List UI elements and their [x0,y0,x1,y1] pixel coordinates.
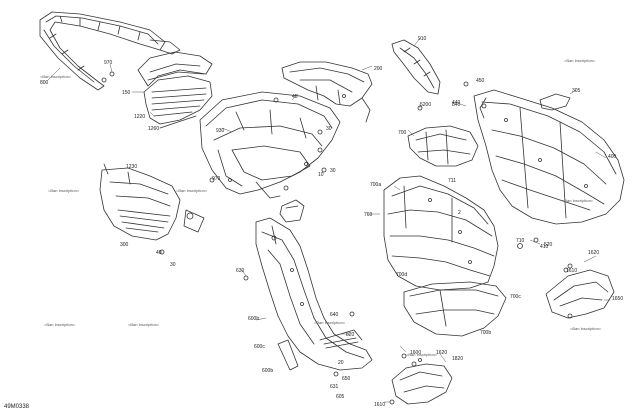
watermark-text: =Ban Inscription= [176,188,208,193]
upper-vent-part [138,52,212,128]
part-callout-label: 30 [170,262,176,268]
grab-rail-part [40,12,180,90]
part-callout-label: 631 [330,384,339,390]
right-side-panel-part [474,90,624,224]
part-callout-label: 1820 [452,356,464,362]
part-callout-label: 30 [326,126,332,132]
lower-center-bracket-part [392,359,452,405]
vertical-trim-strip-part [392,40,440,94]
part-callout-label: 700a [370,182,382,188]
part-callout-label: 1610 [374,402,386,408]
part-callout-label: 1220 [134,114,146,120]
part-callout-label: 600c [254,344,265,350]
part-callout-label: 700 [398,130,407,136]
part-callout-label: 650 [342,376,351,382]
front-storage-bin-part [200,92,340,198]
part-callout-label: 450 [476,78,485,84]
watermark-text: =Ban Inscription= [48,188,80,193]
part-callout-label: 520 [544,242,553,248]
part-callout-label: 40 [156,250,162,256]
small-bracket-part [280,200,304,222]
watermark-text: =Ban Inscription= [562,198,594,203]
part-callout-label: 840 [452,102,461,108]
center-dash-panel-part [384,176,498,290]
part-callout-label: 5200 [420,102,432,108]
part-callout-label: 1620 [436,350,448,356]
part-callout-label: 1230 [126,164,138,170]
part-callout-label: 440 [452,100,461,106]
watermark-text: =Ban Inscription= [314,320,346,325]
part-callout-label: 710 [516,238,525,244]
lower-left-panel-part [100,164,204,240]
part-callout-label: 910 [418,36,427,42]
part-callout-label: 2 [458,210,461,216]
part-callout-label: 1260 [148,126,160,132]
watermark-text: =Ban Inscription= [40,74,72,79]
part-callout-label: 605 [336,394,345,400]
part-callout-label: 630 [236,268,245,274]
small-clip-part [540,94,570,110]
part-callout-label: 410 [540,244,549,250]
upper-side-panel-part [282,62,372,122]
part-callout-label: 1600 [410,350,422,356]
part-callout-label: 300 [120,242,129,248]
part-callout-label: 820 [346,332,355,338]
watermark-text: =Ban Inscription= [44,322,76,327]
part-callout-label: 760 [364,212,373,218]
fasteners [110,72,572,404]
part-callout-label: 305 [572,88,581,94]
watermark-text: =Ban Inscription= [564,58,596,63]
part-callout-label: 600b [262,368,274,374]
part-callout-label: 970 [104,60,113,66]
part-callout-label: 400 [608,154,617,160]
watermark-text: =Ban Inscription= [570,326,602,331]
part-callout-label: 1610 [566,268,578,274]
part-callout-label: 700c [510,294,521,300]
watermark-text: =Ban Inscription= [128,322,160,327]
part-callout-label: 150 [122,90,131,96]
center-side-panel-part [256,218,372,370]
lower-glovebox-part [404,282,506,336]
part-callout-label: 600b [248,316,260,322]
part-callout-label: 1650 [612,296,624,302]
part-callout-label: 700d [396,272,408,278]
part-callout-label: 800 [40,80,49,86]
part-callout-label: 1620 [588,250,600,256]
part-callout-label: 640 [330,312,339,318]
part-callout-label: 30 [330,168,336,174]
lower-right-bracket-part [546,268,614,318]
part-callout-label: 700b [480,330,492,336]
part-callout-label: 45 [292,94,298,100]
diagram-code: 49M0338 [4,404,30,410]
part-callout-label: 970 [212,176,221,182]
part-callout-label: 930 [216,128,225,134]
mid-trim-part [408,126,478,166]
part-callout-label: 200 [374,66,383,72]
watermark-text: =Ban Inscription= [406,352,438,357]
leader-lines [48,38,610,402]
part-callout-label: 10 [318,172,324,178]
part-callout-label: 20 [338,360,344,366]
part-callout-label: 711 [448,178,456,184]
